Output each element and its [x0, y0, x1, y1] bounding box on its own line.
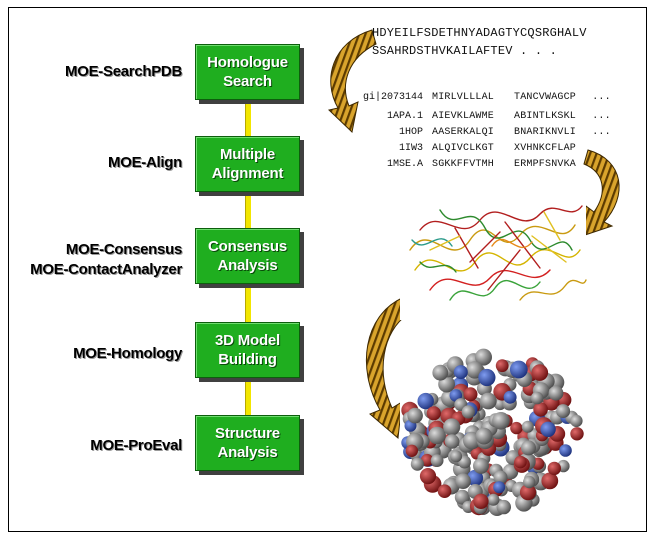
tool-label-proeval: MOE-ProEval — [90, 437, 182, 454]
alignment-seg1: ALQIVCLKGT — [432, 143, 495, 154]
alignment-seg1: MIRLVLLLAL — [432, 92, 495, 103]
protein-spacefill-image — [400, 345, 585, 523]
alignment-id: 1APA.1 — [386, 111, 423, 122]
connector-1 — [245, 102, 251, 138]
connector-2 — [245, 194, 251, 230]
connector-4 — [245, 379, 251, 417]
tool-label-searchpdb: MOE-SearchPDB — [65, 63, 182, 80]
curved-arrow-icon — [366, 297, 409, 439]
alignment-seg1: AIEVKLAWME — [432, 111, 495, 122]
alignment-seg2: XVHNKCFLAP — [514, 143, 577, 154]
alignment-tail: ... — [586, 127, 611, 138]
protein-ribbon-image — [400, 188, 587, 320]
curved-arrow-icon — [327, 29, 377, 133]
curved-arrow-icon — [581, 149, 620, 237]
alignment-id: gi|2073144 — [362, 92, 423, 103]
query-sequence-line-1: HDYEILFSDETHNYADAGTYCQSRGHALV — [372, 26, 587, 40]
alignment-seg2: ERMPFSNVKA — [514, 159, 577, 170]
query-sequence-line-2: SSAHRDSTHVKAILAFTEV . . . — [372, 44, 558, 58]
alignment-id: 1IW3 — [398, 143, 423, 154]
alignment-seg2: ABINTLKSKL — [514, 111, 577, 122]
alignment-id: 1MSE.A — [386, 159, 423, 170]
tool-label-consensus: MOE-Consensus — [65, 241, 182, 258]
tool-label-align: MOE-Align — [108, 154, 182, 171]
alignment-id: 1HOP — [398, 127, 423, 138]
tool-label-homology: MOE-Homology — [73, 345, 182, 362]
alignment-seg1: SGKKFFVTMH — [432, 159, 495, 170]
alignment-tail: ... — [586, 111, 611, 122]
alignment-seg2: BNARIKNVLI — [514, 127, 577, 138]
tool-label-contactanalyzer: MOE-ContactAnalyzer — [30, 261, 182, 278]
alignment-tail: ... — [586, 92, 611, 103]
alignment-seg1: AASERKALQI — [432, 127, 495, 138]
alignment-seg2: TANCVWAGCP — [514, 92, 577, 103]
connector-3 — [245, 286, 251, 324]
